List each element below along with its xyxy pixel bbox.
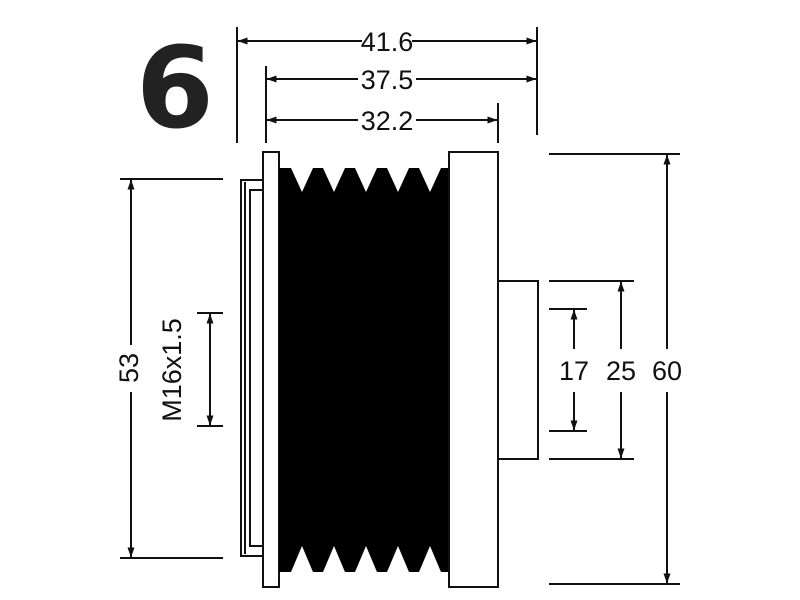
left-flange — [262, 151, 280, 588]
pulley-body — [240, 151, 539, 588]
retaining-ring — [240, 179, 263, 557]
dim-diameter-53: 53 — [114, 353, 144, 383]
right-dimensions: 17 25 60 — [549, 153, 682, 585]
grooved-belt-section — [279, 168, 449, 572]
dim-width-37-5: 37.5 — [361, 65, 414, 95]
dim-diameter-60: 60 — [652, 356, 682, 386]
dim-hub-17: 17 — [559, 356, 589, 386]
right-flange — [448, 151, 499, 588]
dim-overall-width: 41.6 — [361, 27, 414, 57]
hub — [497, 280, 539, 460]
dim-hub-25: 25 — [606, 356, 636, 386]
top-dimensions: 41.6 37.5 32.2 — [236, 27, 538, 143]
groove-count-label: 6 — [136, 24, 214, 154]
dim-width-32-2: 32.2 — [361, 106, 414, 136]
dim-thread: M16x1.5 — [157, 318, 187, 422]
left-dimensions: 53 M16x1.5 — [114, 178, 223, 559]
